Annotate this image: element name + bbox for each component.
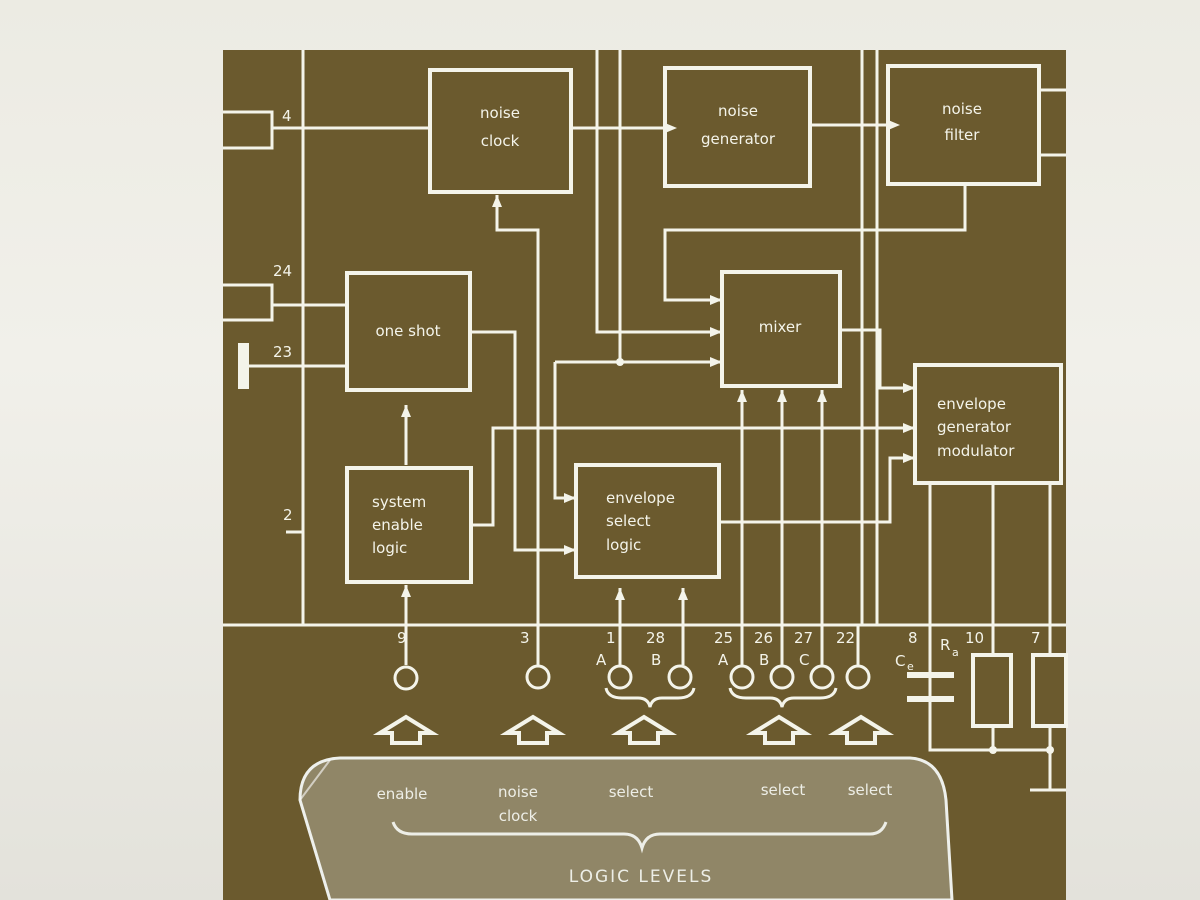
env-gen-label-2: generator — [937, 418, 1012, 436]
noise-filter-label-2: filter — [945, 126, 981, 144]
mixer-label: mixer — [759, 318, 802, 336]
capacitor-ce-subscript: e — [907, 660, 914, 673]
resistor-ra-subscript: a — [952, 646, 959, 659]
input-label-system-enable: enable — [377, 785, 428, 803]
noise-filter-label-1: noise — [942, 100, 982, 118]
pin-1-label: 1 — [606, 629, 616, 647]
system-enable-label-3: logic — [372, 539, 407, 557]
noise-generator-label-2: generator — [701, 130, 776, 148]
signal-wires — [223, 50, 1066, 792]
capacitor-ce — [907, 672, 954, 702]
env-select-label-3: logic — [606, 536, 641, 554]
one-shot-label: one shot — [375, 322, 440, 340]
pin-27-label: 27 — [794, 629, 813, 647]
logic-levels-label: LOGIC LEVELS — [569, 867, 714, 887]
pin-letter-c2: C — [799, 651, 809, 669]
input-arrow-vco-select — [827, 714, 895, 745]
pin-26-label: 26 — [754, 629, 773, 647]
brace-envelope-select — [604, 687, 696, 708]
pin-4-label: 4 — [282, 107, 292, 125]
pin-25-terminal — [729, 664, 755, 690]
input-label-mixer-select: select — [761, 781, 806, 799]
signal-arrowheads — [401, 120, 1054, 754]
capacitor-ce-label: C — [895, 652, 905, 670]
pin-10-label: 10 — [965, 629, 984, 647]
pin-28-label: 28 — [646, 629, 665, 647]
pin-27-terminal — [809, 664, 835, 690]
env-gen-label-1: envelope — [937, 395, 1006, 413]
pin-9-label: 9 — [397, 629, 407, 647]
pin-22-terminal — [845, 664, 871, 690]
envelope-generator-modulator-block: envelope generator modulator — [913, 363, 1063, 485]
pin-24-label: 24 — [273, 262, 292, 280]
pin-28-terminal — [667, 664, 693, 690]
brace-mixer-select — [728, 687, 838, 708]
pin-letter-b2: B — [759, 651, 769, 669]
pin-terminals — [393, 664, 871, 691]
input-arrow-envelope-select — [610, 714, 678, 745]
pin-26-terminal — [769, 664, 795, 690]
noise-generator-label-1: noise — [718, 102, 758, 120]
noise-clock-label-2: clock — [481, 132, 520, 150]
logic-levels-bracket — [391, 821, 888, 854]
env-select-label-2: select — [606, 512, 651, 530]
pin-9-terminal — [393, 665, 419, 691]
noise-filter-block: noise filter — [886, 64, 1041, 186]
envelope-select-logic-block: envelope select logic — [574, 463, 721, 579]
logic-level-input-arrows — [372, 714, 895, 745]
resistor-ra-label: R — [940, 636, 950, 654]
input-label-noise-clock-1: noise — [498, 783, 538, 801]
pin-letter-a2: A — [718, 651, 729, 669]
input-arrow-mixer-select — [745, 714, 813, 745]
one-shot-block: one shot — [345, 271, 472, 392]
system-enable-label-1: system — [372, 493, 426, 511]
pin-8-label: 8 — [908, 629, 918, 647]
system-enable-logic-block: system enable logic — [345, 466, 473, 584]
pin-3-terminal — [525, 664, 551, 690]
pin-25-label: 25 — [714, 629, 733, 647]
env-gen-label-3: modulator — [937, 442, 1015, 460]
noise-clock-block: noise clock — [428, 68, 573, 194]
input-label-vco-select: select — [848, 781, 893, 799]
pin-1-terminal — [607, 664, 633, 690]
input-label-envelope-select: select — [609, 783, 654, 801]
pin-22-label: 22 — [836, 629, 855, 647]
display-stand — [298, 756, 954, 900]
env-select-label-1: envelope — [606, 489, 675, 507]
pin-7-label: 7 — [1031, 629, 1041, 647]
pin-letter-a1: A — [596, 651, 607, 669]
input-arrow-noise-clock — [499, 714, 567, 745]
mixer-block: mixer — [720, 270, 842, 388]
input-arrow-system-enable — [372, 714, 440, 745]
pin-2-label: 2 — [283, 506, 293, 524]
noise-clock-label-1: noise — [480, 104, 520, 122]
pin-23-label: 23 — [273, 343, 292, 361]
input-label-noise-clock-2: clock — [499, 807, 538, 825]
pin-3-label: 3 — [520, 629, 530, 647]
pin-letter-b1: B — [651, 651, 661, 669]
system-enable-label-2: enable — [372, 516, 423, 534]
noise-generator-block: noise generator — [663, 66, 812, 188]
